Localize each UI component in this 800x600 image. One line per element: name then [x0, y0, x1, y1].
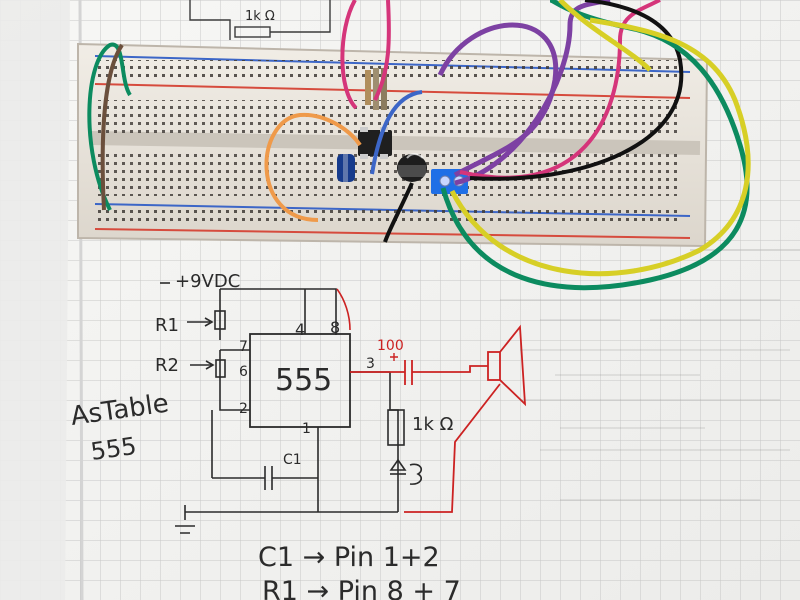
astable-title-line2: 555: [89, 432, 138, 466]
pin4-label: 4: [295, 320, 305, 339]
resistor-value-label: 1k Ω: [412, 414, 454, 435]
pin3-label: 3: [366, 356, 375, 372]
connection-line-2: R1 → Pin 8 + 7: [262, 576, 461, 600]
background-faint-writing: [500, 299, 790, 501]
left-paper-edge: [0, 0, 70, 600]
c1-label: C1: [283, 452, 302, 468]
pin7-label: 7: [239, 339, 248, 355]
ic-chip: [358, 130, 392, 156]
pin6-label: 6: [239, 364, 248, 380]
top-sketch: 1k Ω: [189, 0, 331, 40]
supply-label: +9VDC: [175, 271, 240, 292]
connection-line-1: C1 → Pin 1+2: [258, 542, 440, 573]
schematic-drawing: +9VDC R1 4 8 555 7 R2 6 2 3 1: [155, 271, 527, 534]
chip-name: 555: [275, 363, 332, 398]
555-box: [249, 333, 351, 428]
electrolytic-capacitor-black: [397, 154, 427, 182]
pin1-label: 1: [302, 421, 311, 437]
r1-label: R1: [155, 315, 179, 336]
pin2-label: 2: [239, 401, 248, 417]
electrolytic-capacitor-blue: [337, 154, 355, 182]
r2-label: R2: [155, 355, 179, 376]
top-resistor-label: 1k Ω: [245, 9, 275, 24]
capacitor-value-label: 100: [377, 338, 404, 354]
wires: [87, 0, 751, 291]
pin8-label: 8: [330, 318, 340, 337]
breadboard: [77, 42, 709, 248]
